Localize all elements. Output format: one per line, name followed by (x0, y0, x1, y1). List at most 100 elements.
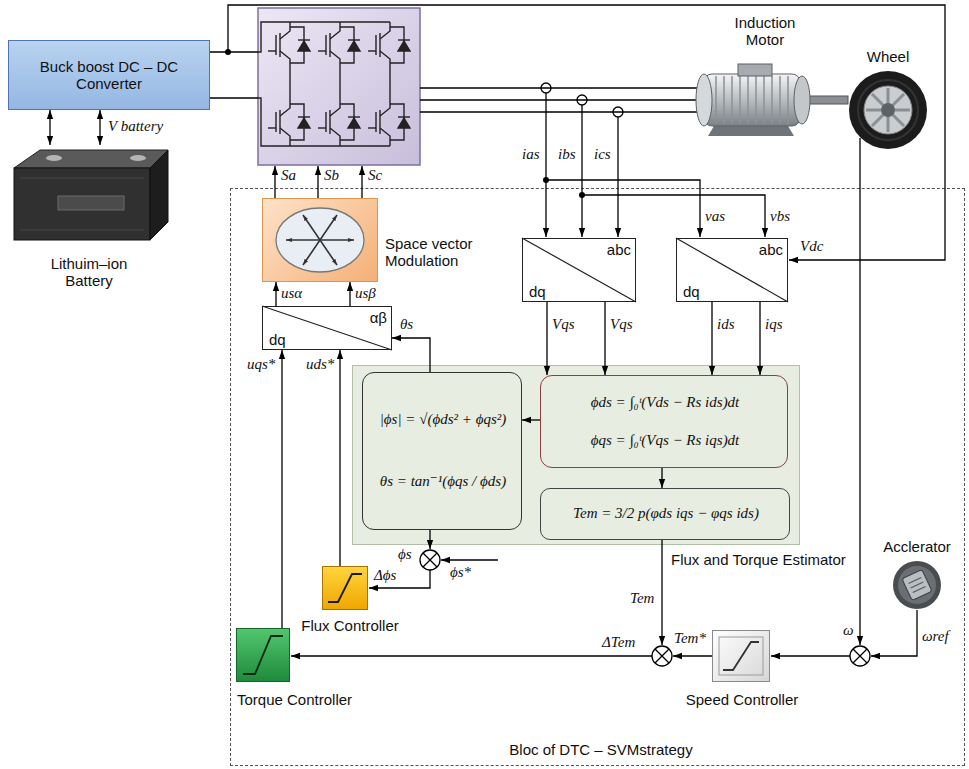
control-wire (441, 559, 498, 560)
signal-label: ibs (558, 146, 576, 163)
signal-arrow (661, 468, 662, 488)
node-label: Speed Controller (677, 691, 807, 708)
node-label: Flux Controller (295, 617, 405, 634)
signal-label: ϕs (398, 546, 412, 563)
signal-label: V battery (108, 118, 163, 135)
motor-illustration (704, 74, 800, 126)
battery-illustration (14, 168, 150, 240)
svm-vector-star (276, 208, 364, 272)
power-wire (541, 83, 551, 93)
node-label: Buck boost DC – DC Converter (17, 58, 201, 93)
summing-junction (420, 550, 440, 570)
signal-label: usα (281, 285, 302, 302)
accelerator-pedal-detail (909, 578, 926, 593)
signal-arrow (604, 302, 605, 375)
signal-arrow (349, 282, 350, 306)
signal-arrow (522, 419, 540, 420)
inverter-bridge (368, 100, 410, 144)
inverter-bridge (318, 100, 360, 144)
node-label: abc (747, 241, 783, 258)
control-wire (859, 138, 860, 645)
svm-vector-star (286, 239, 320, 241)
wheel-rim (858, 80, 918, 140)
signal-label: Δϕs (374, 567, 396, 584)
signal-label: Tem (630, 590, 654, 607)
battery-illustration (14, 150, 168, 168)
formula-text: |ϕs| = √(ϕds² + ϕqs²) (367, 411, 519, 428)
signal-arrow (759, 302, 760, 375)
svm-vector-star (276, 208, 364, 272)
signal-label: Vdc (800, 238, 823, 255)
signal-label: Vqs (552, 316, 575, 333)
node-outline (849, 71, 927, 149)
svm-vector-star (320, 239, 354, 241)
signal-label: ias (522, 146, 540, 163)
signal-label: iqs (765, 316, 783, 333)
control-wire (673, 655, 712, 656)
node-label: Space vector Modulation (385, 235, 481, 270)
signal-label: uds* (306, 356, 334, 373)
signal-label: ωref (922, 628, 949, 645)
formula-box: Tem = 3/2 p(φds iqs − φqs ids) (540, 488, 790, 540)
node-label: dq (269, 331, 299, 348)
signal-arrow (49, 110, 50, 145)
formula-box: |ϕs| = √(ϕds² + ϕqs²)θs = tan⁻¹(ϕqs / ϕd… (362, 372, 522, 530)
power-wire (577, 95, 587, 105)
control-wire (871, 610, 917, 656)
signal-arrow (99, 110, 100, 145)
node-label: Induction Motor (720, 14, 810, 49)
accelerator-pedal-detail (898, 566, 936, 604)
tap-dot (543, 177, 549, 183)
formula-box: ϕds = ∫₀ᵗ(Vds − Rs ids)dtϕqs = ∫₀ᵗ(Vqs −… (540, 375, 788, 468)
node-label: Wheel (848, 48, 928, 65)
power-wire (582, 195, 765, 237)
wheel-rim (866, 88, 910, 132)
node-label: Lithuim–ion Battery (29, 255, 149, 290)
signal-label: ΔTem (602, 634, 635, 651)
formula-text: Tem = 3/2 p(φds iqs − φqs ids) (545, 505, 787, 522)
power-wire (581, 105, 582, 237)
signal-arrow (281, 350, 282, 628)
inverter-bridge (258, 8, 420, 165)
signal-label: vbs (770, 208, 790, 225)
inverter-bridge (268, 100, 310, 144)
inverter-bridge (318, 23, 360, 67)
transform-divider (262, 306, 392, 350)
estimator-panel: Flux and Torque Estimator|ϕs| = √(ϕds² +… (352, 365, 800, 545)
tap-dot (579, 192, 585, 198)
signal-arrow (275, 282, 276, 306)
wheel-rim (864, 86, 912, 134)
accelerator-pedal-detail (902, 569, 932, 600)
summing-junction (850, 646, 870, 666)
power-wire (420, 88, 700, 112)
battery-illustration (58, 196, 124, 210)
power-wire (317, 166, 318, 198)
motor-illustration (708, 126, 794, 136)
summing-junction (853, 649, 867, 663)
power-wire (274, 166, 275, 198)
signal-label: Sa (281, 167, 296, 184)
svm-vector-star (303, 240, 320, 265)
converter-box: Buck boost DC – DC Converter (8, 40, 210, 110)
transform-divider (262, 238, 788, 350)
svm-vector-star (320, 240, 337, 265)
motor-illustration (794, 76, 810, 124)
control-wire (661, 540, 662, 645)
tap-dot (225, 49, 585, 198)
battery-illustration (46, 155, 62, 161)
summing-junction (423, 553, 437, 567)
control-wire (771, 655, 850, 656)
formula-text: ϕds = ∫₀ᵗ(Vds − Rs ids)dt (545, 394, 785, 411)
signal-label: Tem* (674, 630, 706, 647)
signal-label: ω (843, 622, 854, 639)
signal-label: θs (400, 316, 413, 333)
controller-ramp (243, 574, 763, 675)
svm-vector-star (320, 215, 337, 240)
control-wire (291, 655, 652, 656)
signal-arrow (546, 302, 547, 375)
motor-illustration (696, 74, 712, 126)
node-label: dq (529, 283, 559, 300)
